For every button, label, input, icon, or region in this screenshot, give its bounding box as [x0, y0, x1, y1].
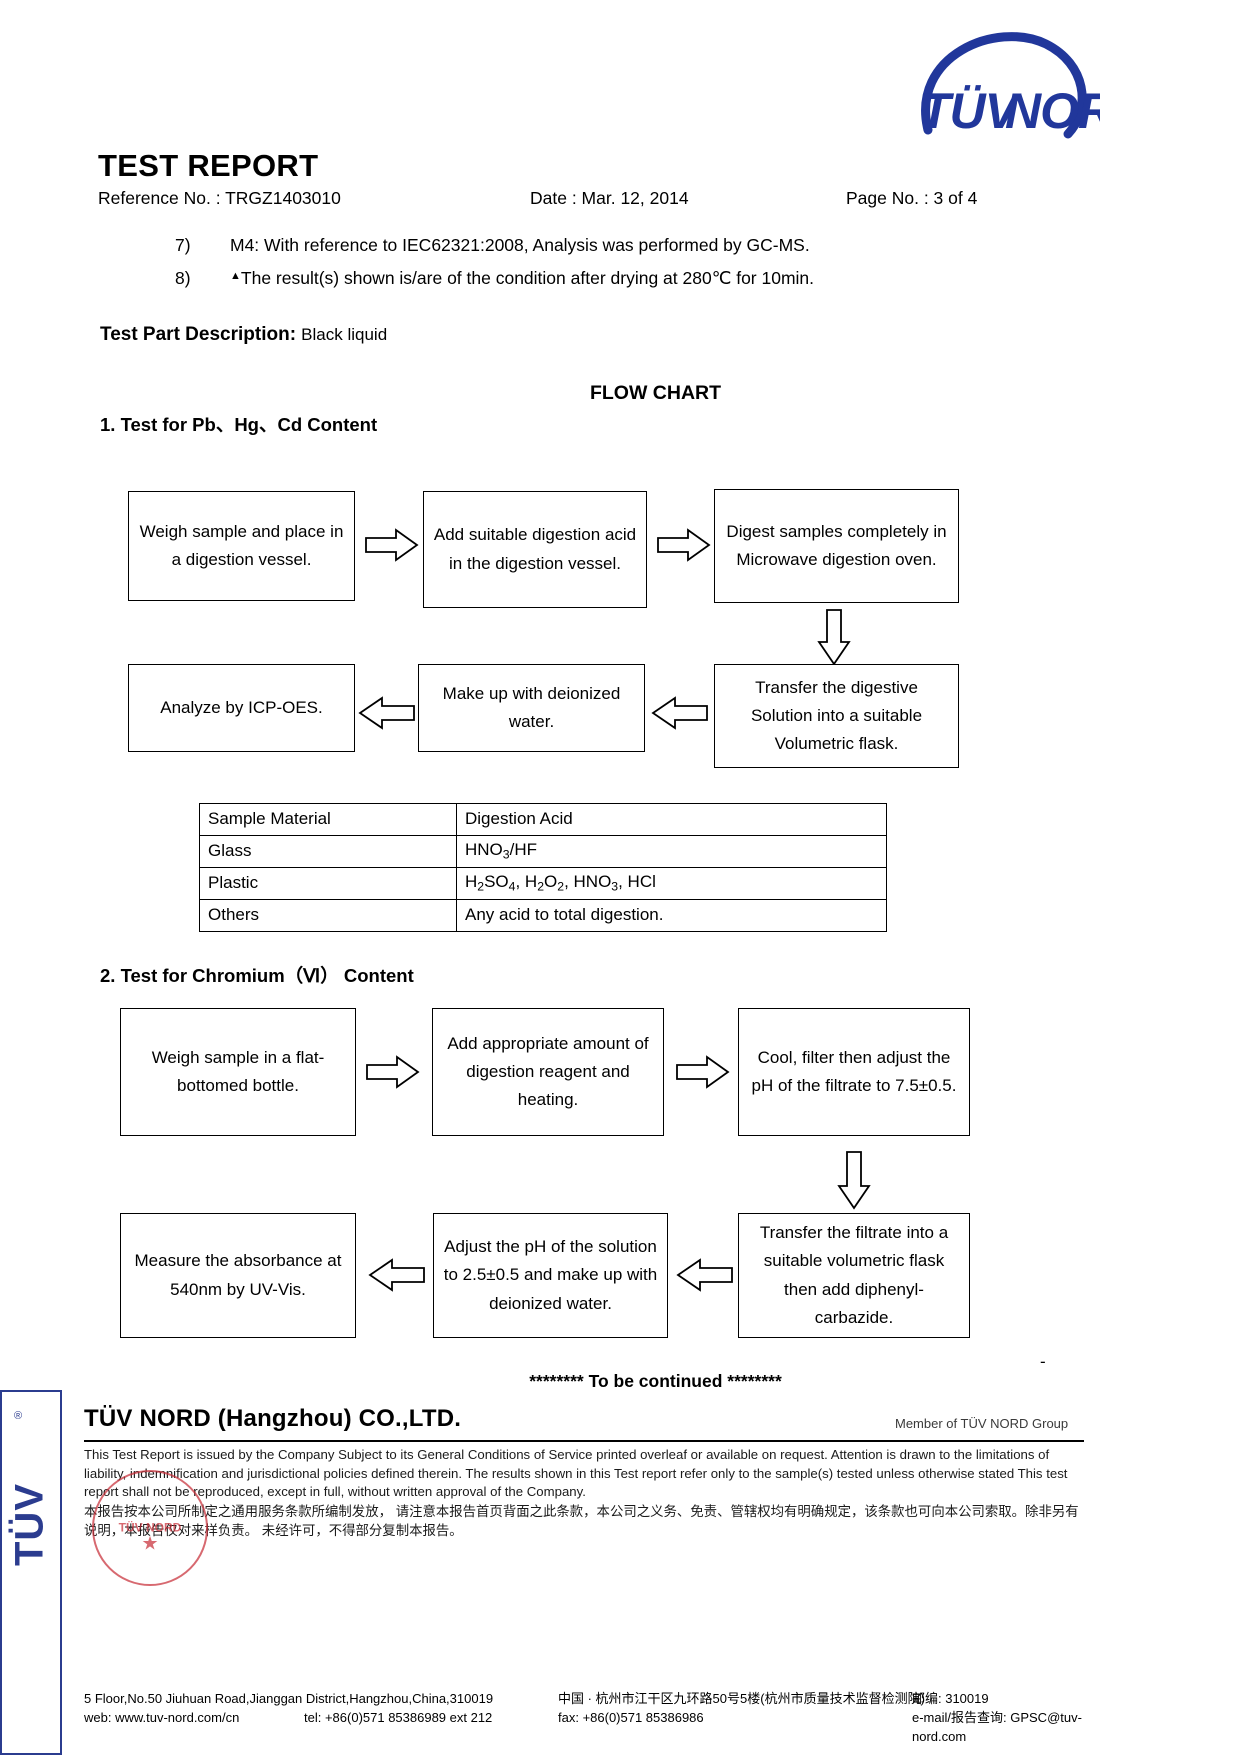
tuv-nord-logo: TÜV NORD [800, 30, 1149, 145]
footer-postcode: 邮编: 310019 [912, 1691, 989, 1706]
table-row: Plastic H2SO4, H2O2, HNO3, HCl [199, 867, 887, 900]
triangle-marker-icon: ▲ [230, 270, 241, 283]
table-header-cell: Digestion Acid [456, 803, 887, 836]
section-2-heading: 2. Test for Chromium（Ⅵ） Content [100, 965, 414, 986]
table-cell-material: Others [199, 899, 457, 932]
footer-member-text: Member of TÜV NORD Group [895, 1416, 1069, 1431]
note-number: 8) [175, 268, 191, 289]
footer-address-en: 5 Floor,No.50 Jiuhuan Road,Jianggan Dist… [84, 1691, 494, 1706]
flow-box-s2-3: Cool, filter then adjust the pH of the f… [738, 1008, 970, 1136]
footer-fax: fax: +86(0)571 85386986 [558, 1710, 704, 1725]
footer-web[interactable]: web: www.tuv-nord.com/cn [84, 1710, 240, 1725]
test-part-value: Black liquid [301, 325, 388, 344]
arrow-down-icon [837, 1150, 871, 1210]
digestion-acid-table: Sample Material Digestion Acid Glass HNO… [199, 803, 887, 932]
arrow-right-icon [365, 1055, 420, 1089]
flow-box-s2-5: Adjust the pH of the solution to 2.5±0.5… [433, 1213, 668, 1338]
side-band-text: TÜV [7, 1483, 52, 1566]
note-item: 7) M4: With reference to IEC62321:2008, … [175, 233, 1125, 258]
flow-box-s2-6: Measure the absorbance at 540nm by UV-Vi… [120, 1213, 356, 1338]
table-cell-acid: HNO3/HF [456, 835, 887, 868]
footer-divider [84, 1440, 1084, 1442]
company-seal-stamp: TÜV NORD ★ [92, 1470, 208, 1586]
table-header-row: Sample Material Digestion Acid [199, 803, 887, 836]
to-be-continued: ******** To be continued ******** [529, 1371, 782, 1391]
flow-box-s1-1: Weigh sample and place in a digestion ve… [128, 491, 355, 601]
footer-disclaimer-cn: 本报告按本公司所制定之通用服务条款所编制发放， 请注意本报告首页背面之此条款，本… [84, 1504, 1079, 1539]
svg-text:NORD: NORD [1005, 83, 1100, 139]
flow-box-s1-5: Make up with deionized water. [418, 664, 645, 752]
page-no: Page No. : 3 of 4 [846, 188, 978, 208]
footer-disclaimer-en: This Test Report is issued by the Compan… [84, 1447, 1068, 1500]
side-certification-band: ® TÜV [0, 1390, 62, 1755]
arrow-right-icon [675, 1055, 730, 1089]
note-text: M4: With reference to IEC62321:2008, Ana… [230, 235, 810, 255]
table-header-cell: Sample Material [199, 803, 457, 836]
arrow-right-icon [364, 528, 419, 562]
flow-box-s1-3: Digest samples completely in Microwave d… [714, 489, 959, 603]
flow-box-s2-4: Transfer the filtrate into a suitable vo… [738, 1213, 970, 1338]
flow-box-s1-4: Transfer the digestive Solution into a s… [714, 664, 959, 768]
flow-box-s1-6: Analyze by ICP-OES. [128, 664, 355, 752]
test-part-label: Test Part Description: [100, 324, 297, 345]
flow-box-s2-1: Weigh sample in a flat-bottomed bottle. [120, 1008, 356, 1136]
arrow-left-icon [368, 1258, 426, 1292]
stray-mark: - [1040, 1352, 1046, 1371]
arrow-left-icon [651, 696, 709, 730]
table-row: Glass HNO3/HF [199, 835, 887, 868]
page-title: TEST REPORT [98, 148, 319, 183]
star-icon: ★ [141, 1533, 159, 1555]
table-cell-material: Glass [199, 835, 457, 868]
flow-box-s1-2: Add suitable digestion acid in the diges… [423, 491, 647, 608]
table-cell-acid: H2SO4, H2O2, HNO3, HCl [456, 867, 887, 900]
report-date: Date : Mar. 12, 2014 [530, 188, 689, 208]
table-row: Others Any acid to total digestion. [199, 899, 887, 932]
reference-no: Reference No. : TRGZ1403010 [98, 188, 341, 208]
note-item: 8) ▲The result(s) shown is/are of the co… [175, 266, 1125, 291]
footer-company-name: TÜV NORD (Hangzhou) CO.,LTD. [84, 1405, 462, 1432]
stamp-text: TÜV NORD [118, 1520, 182, 1535]
section-1-heading: 1. Test for Pb、Hg、Cd Content [100, 414, 378, 435]
arrow-down-icon [817, 608, 851, 666]
notes-list: 7) M4: With reference to IEC62321:2008, … [175, 233, 1125, 300]
arrow-left-icon [358, 696, 416, 730]
svg-text:TÜV: TÜV [920, 83, 1022, 139]
footer-address-cn: 中国 · 杭州市江干区九环路50号5楼(杭州市质量技术监督检测院) [558, 1691, 925, 1706]
footer-contact-block: 5 Floor,No.50 Jiuhuan Road,Jianggan Dist… [84, 1690, 1094, 1744]
note-number: 7) [175, 235, 191, 255]
flow-box-s2-2: Add appropriate amount of digestion reag… [432, 1008, 664, 1136]
flow-chart-title: FLOW CHART [589, 382, 722, 404]
footer-tel: tel: +86(0)571 85386989 ext 212 [304, 1710, 493, 1725]
note-text: The result(s) shown is/are of the condit… [240, 268, 815, 289]
test-part-description: Test Part Description: Black liquid [100, 323, 387, 346]
arrow-left-icon [676, 1258, 734, 1292]
arrow-right-icon [656, 528, 711, 562]
footer-email[interactable]: e-mail/报告查询: GPSC@tuv-nord.com [912, 1710, 1082, 1744]
table-cell-material: Plastic [199, 867, 457, 900]
table-cell-acid: Any acid to total digestion. [456, 899, 887, 932]
footer-disclaimer: This Test Report is issued by the Compan… [84, 1446, 1089, 1540]
registered-mark-icon: ® [14, 1410, 23, 1422]
